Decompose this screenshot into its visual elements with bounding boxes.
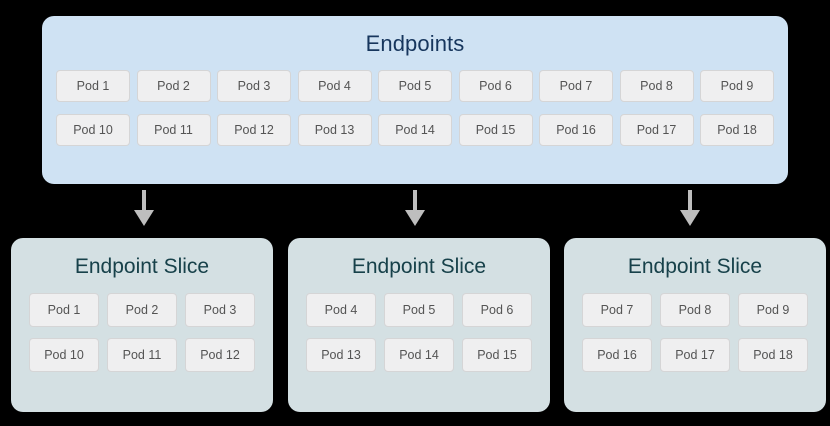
pod-chip: Pod 1 [29,293,99,327]
pod-chip: Pod 12 [217,114,291,146]
endpoint-slice-title: Endpoint Slice [351,255,487,278]
pod-chip: Pod 4 [306,293,376,327]
pod-chip: Pod 5 [384,293,454,327]
pod-chip: Pod 18 [738,338,808,372]
pod-chip: Pod 16 [582,338,652,372]
down-arrow-icon [401,190,429,226]
down-arrow-icon [130,190,158,226]
pod-chip: Pod 15 [458,114,533,146]
pod-chip: Pod 17 [619,114,694,146]
pod-chip: Pod 18 [700,114,774,146]
endpoint-slice-panel-2: Endpoint Slice Pod 4 Pod 5 Pod 6 Pod 13 … [288,238,550,412]
endpoints-pod-row-1: Pod 1 Pod 2 Pod 3 Pod 4 Pod 5 Pod 6 Pod … [56,70,774,102]
pod-chip: Pod 11 [107,338,177,372]
pod-chip: Pod 17 [660,338,730,372]
pod-chip: Pod 10 [29,338,99,372]
pod-chip: Pod 5 [378,70,452,102]
pod-chip: Pod 1 [56,70,130,102]
pod-chip: Pod 13 [306,338,376,372]
slice-pod-row-1: Pod 1 Pod 2 Pod 3 [29,293,255,327]
endpoints-title: Endpoints [365,31,465,56]
endpoint-slice-title: Endpoint Slice [627,255,763,278]
pod-chip: Pod 3 [217,70,291,102]
pod-chip: Pod 9 [700,70,774,102]
pod-chip: Pod 7 [582,293,652,327]
pod-chip: Pod 6 [458,70,533,102]
down-arrow-icon [676,190,704,226]
pod-chip: Pod 3 [185,293,255,327]
pod-chip: Pod 16 [539,114,613,146]
pod-chip: Pod 2 [107,293,177,327]
pod-chip: Pod 14 [378,114,452,146]
pod-chip: Pod 9 [738,293,808,327]
slice-pod-row-2: Pod 16 Pod 17 Pod 18 [582,338,808,372]
arrow-head [405,210,425,226]
pod-chip: Pod 14 [384,338,454,372]
arrow-head [680,210,700,226]
endpoints-pod-row-2: Pod 10 Pod 11 Pod 12 Pod 13 Pod 14 Pod 1… [56,114,774,146]
arrow-shaft [413,190,417,212]
endpoint-slice-panel-3: Endpoint Slice Pod 7 Pod 8 Pod 9 Pod 16 … [564,238,826,412]
arrow-shaft [688,190,692,212]
pod-chip: Pod 15 [462,338,532,372]
pod-chip: Pod 4 [297,70,372,102]
endpoints-pod-grid: Pod 1 Pod 2 Pod 3 Pod 4 Pod 5 Pod 6 Pod … [42,70,788,146]
pod-chip: Pod 11 [136,114,211,146]
slice-pod-row-2: Pod 10 Pod 11 Pod 12 [29,338,255,372]
slice-pod-grid: Pod 4 Pod 5 Pod 6 Pod 13 Pod 14 Pod 15 [288,293,550,372]
arrow-head [134,210,154,226]
pod-chip: Pod 10 [56,114,130,146]
pod-chip: Pod 8 [660,293,730,327]
pod-chip: Pod 6 [462,293,532,327]
slice-pod-row-1: Pod 7 Pod 8 Pod 9 [582,293,808,327]
pod-chip: Pod 2 [136,70,211,102]
endpoint-slice-title: Endpoint Slice [74,255,210,278]
pod-chip: Pod 13 [297,114,372,146]
slice-pod-grid: Pod 7 Pod 8 Pod 9 Pod 16 Pod 17 Pod 18 [564,293,826,372]
pod-chip: Pod 12 [185,338,255,372]
slice-pod-row-2: Pod 13 Pod 14 Pod 15 [306,338,532,372]
arrow-shaft [142,190,146,212]
endpoints-panel: Endpoints Pod 1 Pod 2 Pod 3 Pod 4 Pod 5 … [42,16,788,184]
pod-chip: Pod 8 [619,70,694,102]
slice-pod-grid: Pod 1 Pod 2 Pod 3 Pod 10 Pod 11 Pod 12 [11,293,273,372]
endpoint-slice-panel-1: Endpoint Slice Pod 1 Pod 2 Pod 3 Pod 10 … [11,238,273,412]
slice-pod-row-1: Pod 4 Pod 5 Pod 6 [306,293,532,327]
pod-chip: Pod 7 [539,70,613,102]
